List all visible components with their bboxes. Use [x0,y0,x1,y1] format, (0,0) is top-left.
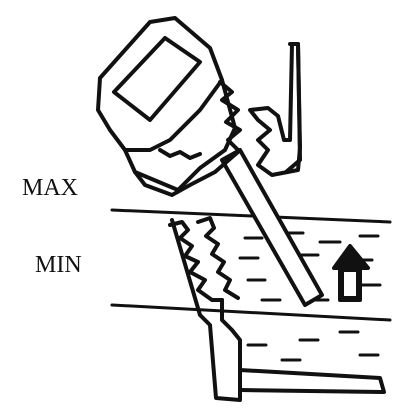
filler-cap-icon [96,16,242,197]
min-label: MIN [35,252,82,278]
container-wall [170,218,242,402]
dipstick-icon [248,42,302,177]
container-bottom [238,368,386,394]
max-line [110,208,392,224]
filler-neck [168,220,224,302]
min-line [110,303,392,322]
arrow-up-icon [332,244,370,302]
max-label: MAX [22,175,79,201]
